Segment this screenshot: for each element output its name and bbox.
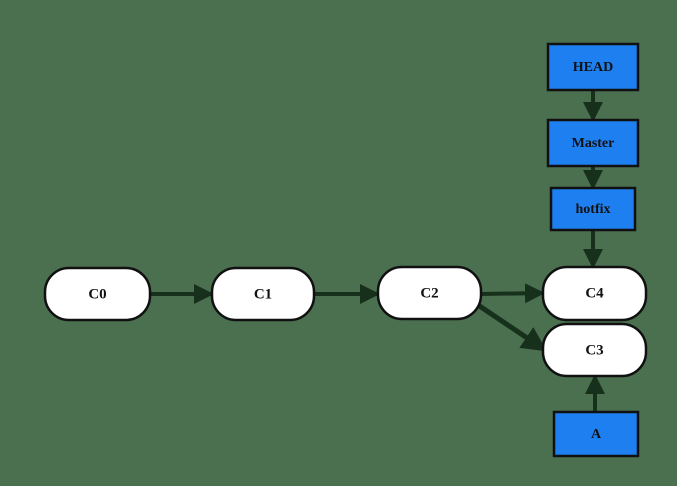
- ref-node-head[interactable]: HEAD: [546, 42, 640, 92]
- edge-c2-c3: [476, 302, 548, 353]
- ref-shape-head: [546, 42, 640, 92]
- ref-node-master[interactable]: Master: [546, 118, 640, 168]
- commit-node-c0[interactable]: C0: [43, 266, 152, 322]
- ref-shape-master: [546, 118, 640, 168]
- ref-layer: HEAD Master hotfix A: [546, 42, 640, 458]
- commit-label-c1: C1: [254, 286, 272, 302]
- commit-node-c4[interactable]: C4: [541, 265, 648, 322]
- commit-label-c2: C2: [420, 285, 438, 301]
- commit-shape-c2: [376, 265, 483, 321]
- ref-label-a: A: [591, 427, 602, 442]
- edge-layer: [150, 90, 605, 412]
- ref-node-hotfix[interactable]: hotfix: [549, 186, 637, 232]
- ref-label-head: HEAD: [573, 60, 613, 75]
- commit-label-c0: C0: [88, 286, 106, 302]
- commit-shape-c1: [210, 266, 316, 322]
- commit-shape-c3: [541, 322, 648, 378]
- commit-node-c1[interactable]: C1: [210, 266, 316, 322]
- ref-shape-a: [552, 410, 640, 458]
- commit-shape-c4: [541, 265, 648, 322]
- commit-node-c3[interactable]: C3: [541, 322, 648, 378]
- ref-label-hotfix: hotfix: [576, 202, 611, 217]
- commit-layer: C0 C1 C2 C4 C3: [43, 265, 648, 378]
- commit-label-c3: C3: [585, 342, 603, 358]
- ref-shape-hotfix: [549, 186, 637, 232]
- ref-node-a[interactable]: A: [552, 410, 640, 458]
- commit-label-c4: C4: [585, 285, 604, 301]
- commit-shape-c0: [43, 266, 152, 322]
- commit-node-c2[interactable]: C2: [376, 265, 483, 321]
- edge-c2-c4: [480, 283, 545, 304]
- ref-label-master: Master: [572, 136, 615, 151]
